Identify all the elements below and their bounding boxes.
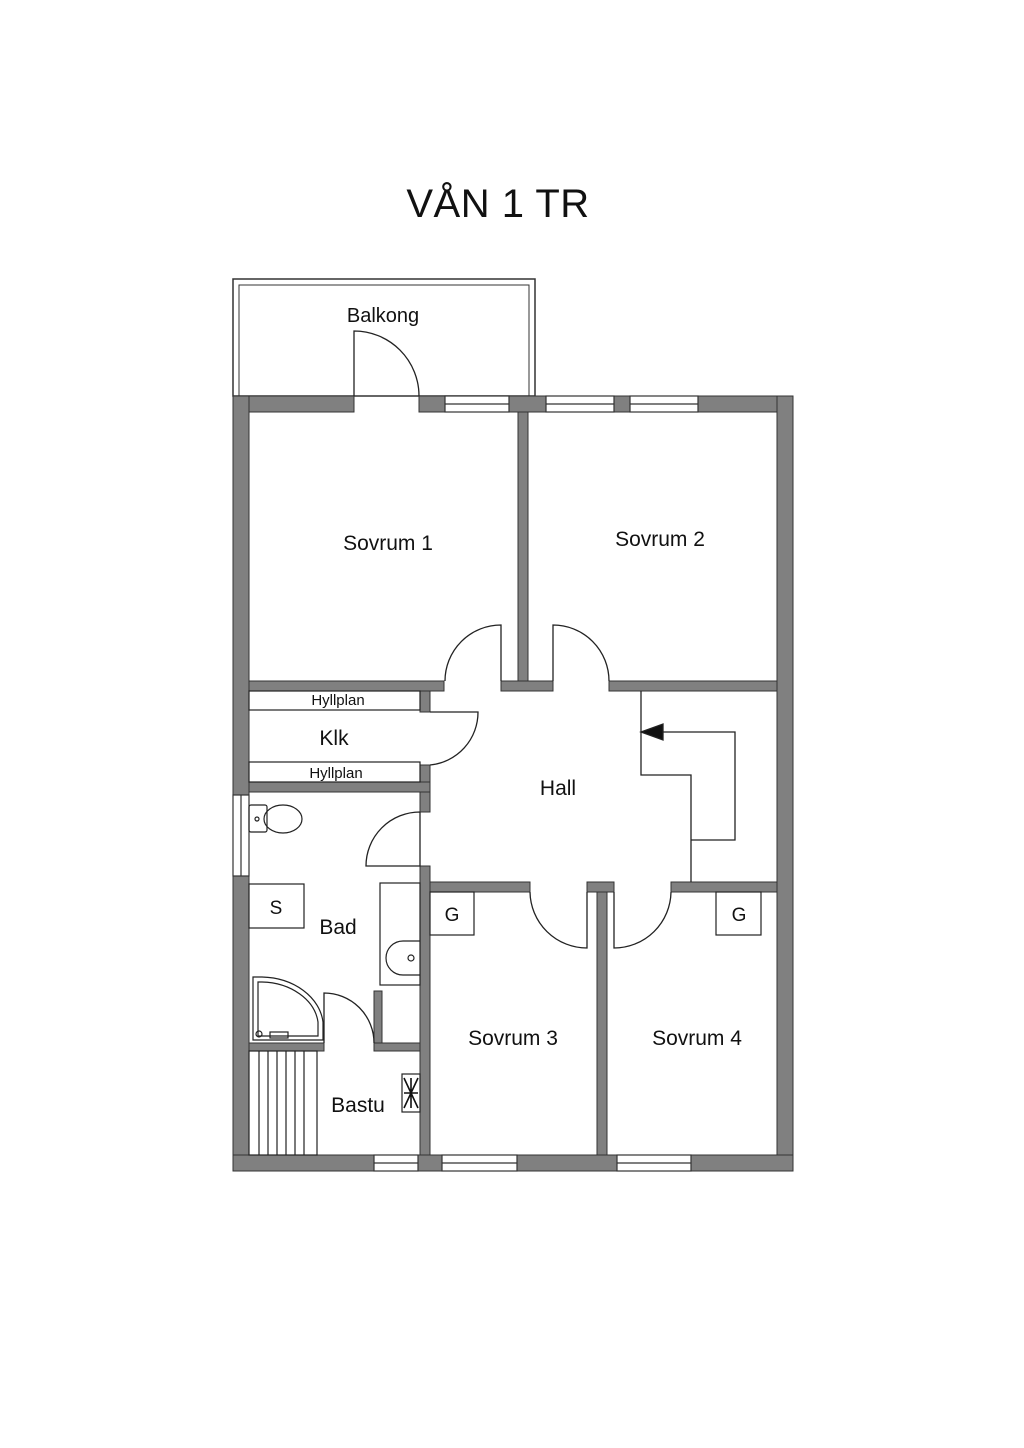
floor-title: VÅN 1 TR [406,182,590,226]
sink-icon [379,882,421,986]
label-sovrum-4: Sovrum 4 [652,1027,742,1050]
label-wardrobe-left: G [445,905,460,926]
sauna-bench [248,1050,318,1156]
doors [323,330,672,1044]
staircase [639,691,736,882]
label-sovrum-2: Sovrum 2 [615,528,705,551]
label-wardrobe-right: G [732,905,747,926]
walls [232,395,794,1172]
label-bastu: Bastu [331,1094,385,1117]
label-sovrum-1: Sovrum 1 [343,532,433,555]
room-labels: Balkong Sovrum 1 Sovrum 2 Hyllplan Klk H… [270,305,747,1117]
toilet-icon [248,804,303,834]
label-balkong: Balkong [347,305,419,327]
wardrobe-box-left [429,891,475,936]
shower-icon [252,976,324,1041]
sauna-heater-icon [401,1073,421,1113]
label-hall: Hall [540,777,576,800]
wardrobe-box-right [715,891,762,936]
label-hyllplan-top: Hyllplan [311,692,364,709]
closet-shelves [248,690,421,783]
washer-box [248,883,305,929]
label-bad: Bad [319,916,356,939]
label-hyllplan-bottom: Hyllplan [309,765,362,782]
label-sovrum-3: Sovrum 3 [468,1027,558,1050]
windows [232,395,699,1172]
label-washer: S [270,898,283,919]
balcony [232,278,536,397]
label-klk: Klk [319,727,349,750]
